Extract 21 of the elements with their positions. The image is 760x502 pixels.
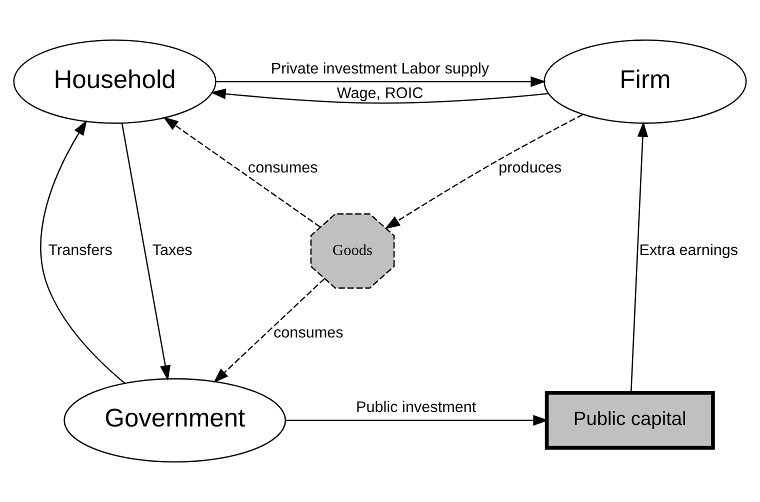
edge-label: Taxes bbox=[152, 242, 192, 259]
edge-label: produces bbox=[498, 160, 562, 177]
edge-label: Wage, ROIC bbox=[336, 84, 424, 102]
arrow bbox=[213, 278, 325, 383]
node-ellipse: Firm bbox=[544, 39, 747, 124]
arrow bbox=[630, 122, 648, 393]
edge-label: Private investment Labor supply bbox=[270, 60, 490, 78]
arrow bbox=[121, 123, 171, 381]
edge-label: Transfers bbox=[48, 242, 112, 259]
arrow bbox=[40, 120, 125, 384]
edge-label: Public investment bbox=[356, 399, 476, 416]
arrow bbox=[216, 76, 546, 88]
node-ellipse: Household bbox=[13, 39, 216, 124]
edge-label: consumes bbox=[248, 160, 318, 177]
node-ellipse: Government bbox=[64, 378, 286, 463]
arrow bbox=[384, 114, 584, 230]
edge-label: Extra earnings bbox=[639, 242, 738, 259]
arrow bbox=[210, 88, 548, 104]
node-box: Public capital bbox=[544, 390, 715, 450]
arrow bbox=[163, 116, 321, 228]
edge-label: consumes bbox=[273, 324, 344, 342]
